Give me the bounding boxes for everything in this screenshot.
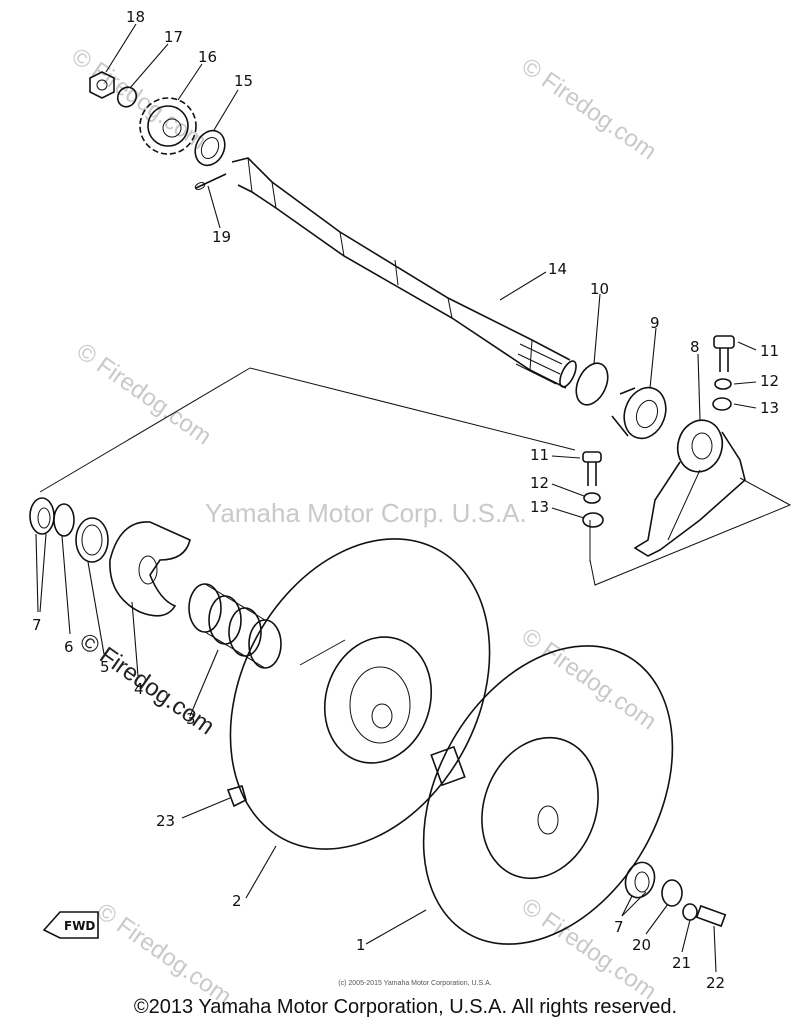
callout-1: 1 xyxy=(356,936,366,954)
part-7-bushing-left xyxy=(29,497,55,535)
part-1-sheave xyxy=(422,645,674,945)
part-14-shaft xyxy=(231,157,577,389)
assembly-outline xyxy=(39,367,792,586)
callouts: 18 17 16 15 19 14 10 9 8 11 12 13 11 12 … xyxy=(32,8,779,992)
firedog-watermark-bottom-left: © Firedog.com xyxy=(92,898,237,1011)
callout-13-upper: 13 xyxy=(760,399,779,417)
callout-16: 16 xyxy=(198,48,217,66)
part-11-bolt-lower xyxy=(582,451,602,486)
part-5-washer xyxy=(75,517,109,563)
callout-10: 10 xyxy=(590,280,609,298)
part-4-cam xyxy=(109,521,191,617)
part-13-washer-lower xyxy=(582,512,604,528)
callout-21: 21 xyxy=(672,954,691,972)
fwd-arrow-icon: FWD xyxy=(42,911,99,939)
callout-4: 4 xyxy=(134,680,144,698)
part-9-bearing xyxy=(611,386,667,440)
callout-20: 20 xyxy=(632,936,651,954)
callout-18: 18 xyxy=(126,8,145,26)
part-13-washer-upper xyxy=(712,397,732,411)
firedog-watermark-mid-left: © Firedog.com xyxy=(72,338,217,451)
callout-15: 15 xyxy=(234,72,253,90)
part-15-seal xyxy=(194,129,226,167)
callout-14: 14 xyxy=(548,260,567,278)
part-16-sprocket xyxy=(139,97,197,155)
part-12-washer-upper xyxy=(714,378,732,390)
firedog-watermark-top-right: © Firedog.com xyxy=(517,53,662,166)
watermarks: Yamaha Motor Corp. U.S.A. © Firedog.com … xyxy=(67,43,662,1011)
callout-12-lower: 12 xyxy=(530,474,549,492)
callout-8: 8 xyxy=(690,338,700,356)
small-copyright-text: (c) 2005-2015 Yamaha Motor Corporation, … xyxy=(338,980,492,987)
callout-17: 17 xyxy=(164,28,183,46)
part-20-washer xyxy=(661,879,683,907)
callout-2: 2 xyxy=(232,892,242,910)
callout-12-upper: 12 xyxy=(760,372,779,390)
callout-9: 9 xyxy=(650,314,660,332)
callout-23: 23 xyxy=(156,812,175,830)
callout-5: 5 xyxy=(100,658,110,676)
part-11-bolt-upper xyxy=(713,335,735,372)
leader-lines xyxy=(35,23,757,973)
part-23-slider xyxy=(226,785,247,808)
center-watermark: Yamaha Motor Corp. U.S.A. xyxy=(205,498,527,528)
fwd-label: FWD xyxy=(64,919,95,933)
callout-6: 6 xyxy=(64,638,74,656)
callout-13-lower: 13 xyxy=(530,498,549,516)
callout-19: 19 xyxy=(212,228,231,246)
part-6-washer xyxy=(53,503,75,537)
callout-11-upper: 11 xyxy=(760,342,779,360)
part-21-lockwasher xyxy=(682,903,698,921)
firedog-watermark-top-left: © Firedog.com xyxy=(67,43,212,156)
callout-22: 22 xyxy=(706,974,725,992)
part-12-washer-lower xyxy=(583,492,601,504)
part-3-spring xyxy=(188,583,282,669)
copyright-footer: ©2013 Yamaha Motor Corporation, U.S.A. A… xyxy=(133,996,678,1018)
callout-3: 3 xyxy=(186,710,196,728)
callout-7-left: 7 xyxy=(32,616,42,634)
part-7-bushing-right xyxy=(624,861,656,899)
part-18-nut xyxy=(89,71,115,99)
part-17-washer xyxy=(116,86,138,108)
callout-11-lower: 11 xyxy=(530,446,549,464)
part-22-bolt xyxy=(695,904,727,928)
part-10-circlip xyxy=(575,362,609,406)
firedog-watermark-mid-right: © Firedog.com xyxy=(517,623,662,736)
firedog-watermark-dark: © Firedog.com xyxy=(75,628,220,741)
part-8-bracket xyxy=(633,419,746,557)
part-19-pin xyxy=(194,173,227,190)
part-2-sheave xyxy=(229,538,491,850)
callout-7-right: 7 xyxy=(614,918,624,936)
